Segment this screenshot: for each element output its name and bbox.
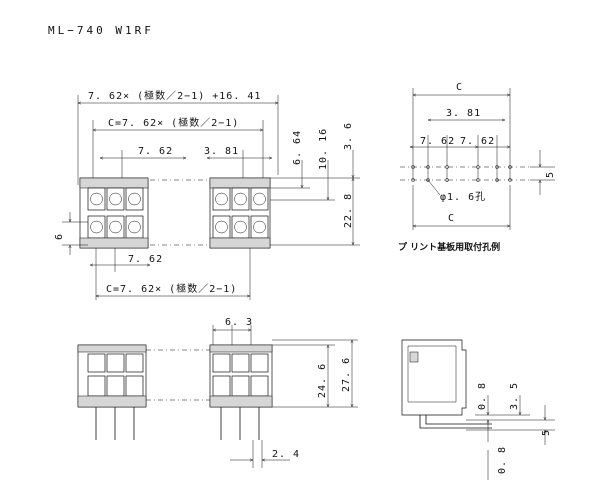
front-view: 6. 3 [77, 317, 358, 468]
side-view: 0. 8 3. 5 5 0. 8 [401, 339, 555, 480]
dim-22-8: 22. 8 [343, 193, 354, 228]
dim-0-8-top: 0. 8 [477, 382, 488, 410]
terminal-screws-right [212, 187, 269, 239]
model-title: ML−740 W1RF [48, 24, 154, 37]
dim-pitch-762: 7. 62 [138, 146, 173, 157]
dim-pitch-bottom: 7. 62 [128, 254, 163, 265]
dim-381: 3. 81 [446, 108, 481, 119]
pins-front-left [95, 407, 135, 440]
dim-c-bottom: C [448, 213, 455, 224]
mounting-holes [411, 165, 512, 182]
terminal-row-front-left [87, 353, 144, 397]
pins-front-right [220, 407, 260, 440]
dim-overall-width: 7. 62× (極数／2−1) +16. 41 [88, 89, 261, 102]
hole-diameter: φ1. 6孔 [440, 191, 486, 203]
terminal-row-front-right [212, 353, 269, 397]
dim-24-6: 24. 6 [317, 363, 328, 398]
dim-pitch-381: 3. 81 [204, 146, 239, 157]
dim-pitch-a: 7. 62 [420, 136, 455, 147]
dim-c-lower: C=7. 62× (極数／2−1) [106, 282, 237, 295]
dim-5-hole: 5 [545, 171, 556, 178]
dim-5-side: 5 [541, 429, 552, 436]
dim-10-16: 10. 16 [318, 128, 329, 170]
dim-3-5: 3. 5 [509, 382, 520, 410]
terminal-screws-left [87, 187, 144, 239]
hole-layout: C 3. 81 7. 62 7. 62 5 φ1. 6孔 C [398, 82, 556, 253]
dim-c-upper: C=7. 62× (極数／2−1) [108, 116, 239, 129]
dim-2-4: 2. 4 [272, 449, 300, 460]
hole-layout-caption: プ リント基板用取付孔例 [398, 241, 500, 253]
dim-c-top: C [456, 82, 463, 93]
dim-3-6: 3. 6 [343, 122, 354, 150]
dim-pitch-b: 7. 62 [460, 136, 495, 147]
dim-6: 6 [54, 233, 65, 240]
top-view: 7. 62× (極数／2−1) +16. 41 C=7. 62× (極数／2−1… [54, 89, 360, 300]
dim-6-3: 6. 3 [225, 317, 253, 328]
dim-27-6: 27. 6 [341, 357, 352, 392]
dim-6-64: 6. 64 [292, 130, 303, 165]
dim-0-8-bottom: 0. 8 [497, 446, 508, 474]
